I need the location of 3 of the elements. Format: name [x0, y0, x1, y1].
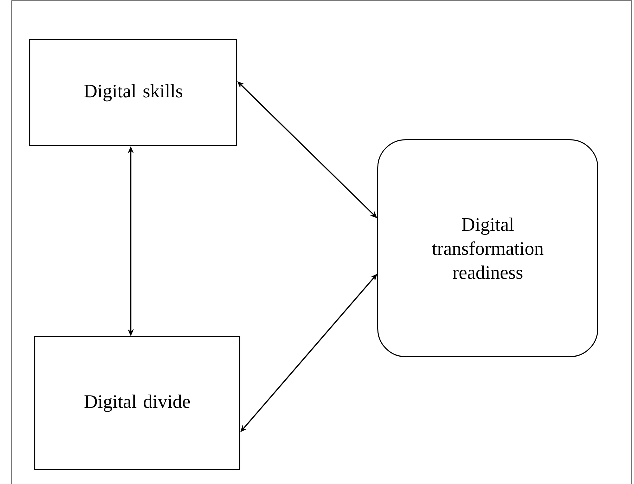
- process-box: Digital skills: [30, 40, 238, 146]
- process-box: Digital divide: [34, 336, 240, 470]
- rounded-box: Digital transformation readiness: [378, 140, 598, 358]
